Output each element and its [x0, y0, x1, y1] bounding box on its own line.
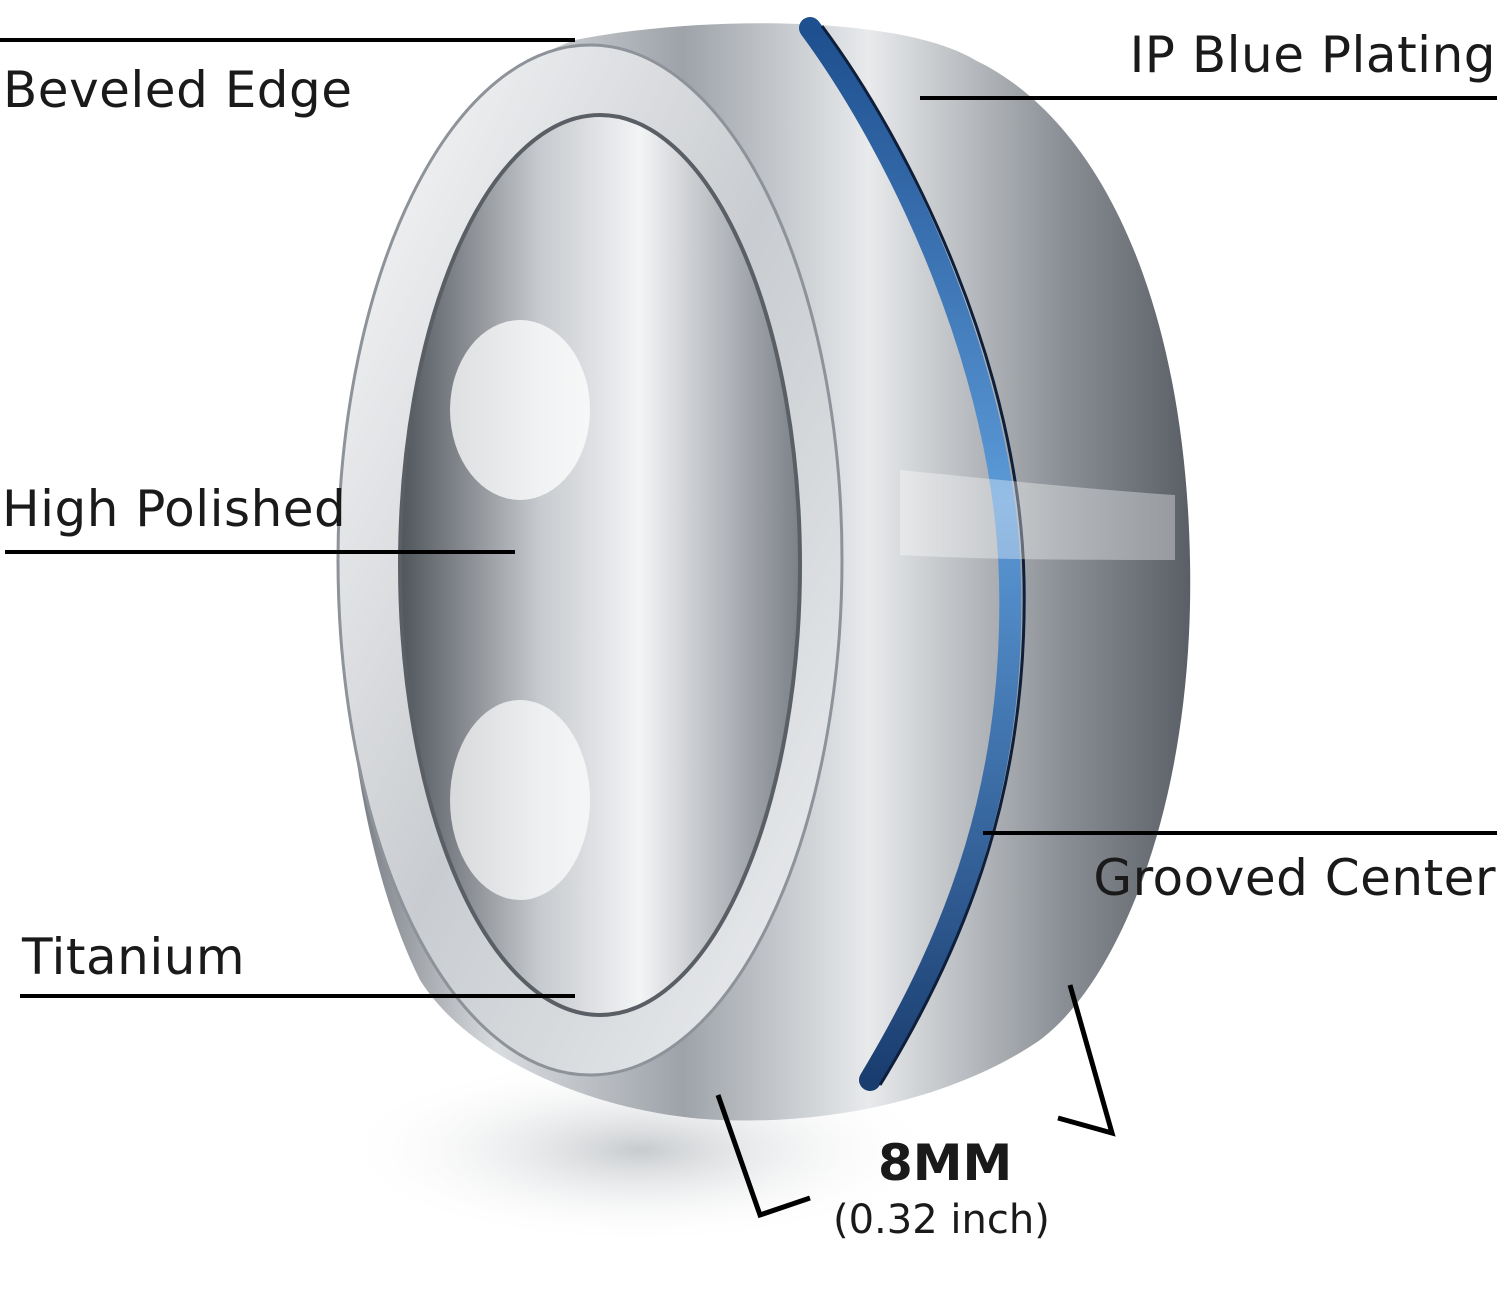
callout-ip-blue-plating: IP Blue Plating: [1129, 26, 1496, 84]
ring-inner-edge: [398, 113, 802, 1017]
ring-inner-highlight-bottom: [450, 700, 590, 900]
callout-beveled-edge: Beveled Edge: [3, 61, 353, 119]
callout-high-polished: High Polished: [2, 480, 347, 538]
dimension-bracket-left: [715, 1094, 811, 1219]
callout-titanium: Titanium: [22, 928, 246, 986]
dimension-metric: 8MM: [878, 1134, 1013, 1192]
band-highlight: [900, 470, 1175, 560]
leader-lines: [0, 38, 1497, 998]
dimension-bracket-right: [1057, 984, 1116, 1137]
blue-groove-outline: [820, 25, 1026, 1086]
ring-inner-highlight-top: [450, 320, 590, 500]
dimension-imperial: (0.32 inch): [833, 1197, 1050, 1243]
dimension-bracket: [715, 984, 1116, 1219]
ring-inner-cavity: [400, 115, 800, 1015]
callout-grooved-center: Grooved Center: [1093, 849, 1496, 907]
blue-groove-stripe: [799, 17, 1022, 1091]
